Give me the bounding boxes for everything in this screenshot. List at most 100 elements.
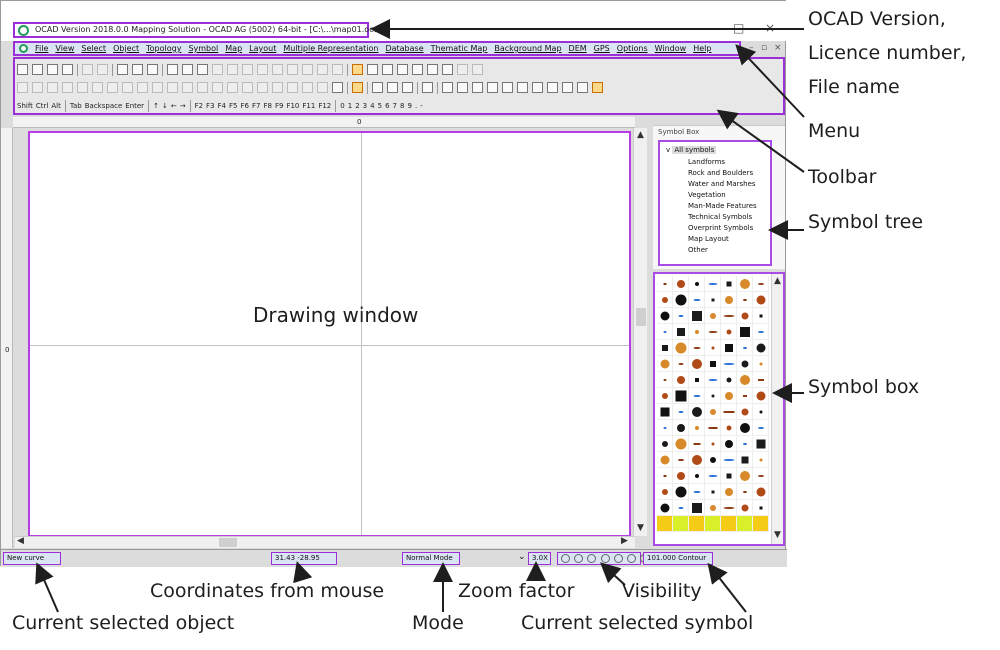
mode-dropdown-icon[interactable]: ⌄ — [518, 552, 526, 562]
symbol-cell[interactable] — [689, 308, 705, 324]
edit-tool-icon[interactable] — [212, 82, 223, 93]
symbol-cell[interactable] — [753, 308, 769, 324]
drawing-window[interactable] — [28, 131, 631, 537]
symbol-scroll-up-icon[interactable]: ▲ — [774, 276, 781, 286]
edit-tool-icon[interactable] — [62, 82, 73, 93]
symbol-cell[interactable] — [705, 276, 721, 292]
symbol-cell[interactable] — [657, 404, 673, 420]
tree-root[interactable]: v All symbols — [666, 146, 717, 154]
symbol-cell[interactable] — [657, 468, 673, 484]
next-view-icon[interactable] — [577, 82, 588, 93]
circle-mode-icon[interactable] — [382, 64, 393, 75]
symbol-cell[interactable] — [753, 404, 769, 420]
smooth-icon[interactable] — [317, 64, 328, 75]
previous-view-icon[interactable] — [562, 82, 573, 93]
baseline-icon[interactable] — [402, 82, 413, 93]
symbol-cell[interactable] — [673, 436, 689, 452]
symbol-cell[interactable] — [673, 420, 689, 436]
visibility-template-icon[interactable] — [627, 554, 637, 563]
tree-root-label[interactable]: All symbols — [672, 146, 717, 154]
symbol-cell[interactable] — [657, 308, 673, 324]
drawing-horizontal-scrollbar[interactable]: ◀ ▶ — [15, 536, 635, 548]
lasso-icon[interactable] — [197, 64, 208, 75]
symbol-cell[interactable] — [705, 292, 721, 308]
key-f2[interactable]: F2 — [194, 101, 204, 110]
align-icon[interactable] — [387, 82, 398, 93]
move-map-icon[interactable] — [457, 82, 468, 93]
key-minus[interactable]: - — [420, 101, 423, 110]
edit-tool-icon[interactable] — [47, 82, 58, 93]
symbol-cell[interactable] — [753, 292, 769, 308]
menu-select[interactable]: Select — [81, 44, 107, 53]
menu-view[interactable]: View — [55, 44, 75, 53]
redo-icon[interactable] — [97, 64, 108, 75]
symbol-cell[interactable] — [689, 516, 705, 532]
symbol-cell[interactable] — [737, 436, 753, 452]
menu-window[interactable]: Window — [654, 44, 687, 53]
ellipse-mode-icon[interactable] — [367, 64, 378, 75]
symbol-cell[interactable] — [753, 500, 769, 516]
key-1[interactable]: 1 — [347, 101, 353, 110]
symbol-cell[interactable] — [673, 340, 689, 356]
edit-tool-icon[interactable] — [92, 82, 103, 93]
straight-line-mode-icon[interactable] — [412, 64, 423, 75]
symbol-cell[interactable] — [721, 308, 737, 324]
zoom-out-icon[interactable] — [487, 82, 498, 93]
key-period[interactable]: . — [414, 101, 418, 110]
symbol-cell[interactable] — [753, 276, 769, 292]
edit-tool-icon[interactable] — [32, 82, 43, 93]
tree-item-landforms[interactable]: Landforms — [688, 158, 726, 166]
symbol-cell[interactable] — [657, 292, 673, 308]
symbol-cell[interactable] — [705, 420, 721, 436]
menu-file[interactable]: File — [35, 44, 49, 53]
symbol-cell[interactable] — [753, 372, 769, 388]
key-5[interactable]: 5 — [377, 101, 383, 110]
edit-tool-icon[interactable] — [107, 82, 118, 93]
symbol-cell[interactable] — [673, 324, 689, 340]
key-0[interactable]: 0 — [340, 101, 345, 110]
tree-item-rock-and-boulders[interactable]: Rock and Boulders — [688, 169, 754, 177]
edit-tool-icon[interactable] — [287, 82, 298, 93]
edit-tool-icon[interactable] — [302, 82, 313, 93]
menu-background-map[interactable]: Background Map — [494, 44, 562, 53]
symbol-cell[interactable] — [705, 500, 721, 516]
visibility-hatched-icon[interactable] — [574, 554, 584, 563]
symbol-cell[interactable] — [721, 324, 737, 340]
edit-tool-icon[interactable] — [182, 82, 193, 93]
tree-item-water-and-marshes[interactable]: Water and Marshes — [688, 180, 756, 188]
symbol-cell[interactable] — [753, 356, 769, 372]
symbol-cell[interactable] — [689, 388, 705, 404]
edit-tool-icon[interactable] — [197, 82, 208, 93]
symbol-cell[interactable] — [689, 468, 705, 484]
edit-tool-icon[interactable] — [257, 82, 268, 93]
zoom-extent-icon[interactable] — [117, 64, 128, 75]
edit-tool-icon[interactable] — [242, 82, 253, 93]
symbol-cell[interactable] — [673, 468, 689, 484]
symbol-cell[interactable] — [753, 388, 769, 404]
draw-tool-icon[interactable] — [457, 64, 468, 75]
symbol-cell[interactable] — [705, 308, 721, 324]
tree-item-technical-symbols[interactable]: Technical Symbols — [688, 213, 753, 221]
menu-gps[interactable]: GPS — [593, 44, 610, 53]
edit-tool-icon[interactable] — [167, 82, 178, 93]
edit-tool-icon[interactable] — [152, 82, 163, 93]
key-tab[interactable]: Tab — [69, 101, 82, 110]
key-f7[interactable]: F7 — [251, 101, 261, 110]
symbol-cell[interactable] — [673, 372, 689, 388]
key-ctrl[interactable]: Ctrl — [35, 101, 49, 110]
symbol-cell[interactable] — [721, 276, 737, 292]
reshape-icon[interactable] — [302, 64, 313, 75]
symbol-cell[interactable] — [737, 324, 753, 340]
hatch-mode-icon[interactable] — [132, 64, 143, 75]
key-shift[interactable]: Shift — [17, 101, 33, 110]
symbol-cell[interactable] — [721, 388, 737, 404]
symbol-cell[interactable] — [705, 388, 721, 404]
menu-thematic-map[interactable]: Thematic Map — [430, 44, 488, 53]
menu-object[interactable]: Object — [113, 44, 140, 53]
symbol-cell[interactable] — [737, 516, 753, 532]
key-down-arrow[interactable]: ↓ — [161, 101, 168, 110]
duplicate-icon[interactable] — [372, 82, 383, 93]
symbol-cell[interactable] — [673, 388, 689, 404]
delete-object-icon[interactable] — [257, 64, 268, 75]
number-mode-icon[interactable] — [442, 64, 453, 75]
